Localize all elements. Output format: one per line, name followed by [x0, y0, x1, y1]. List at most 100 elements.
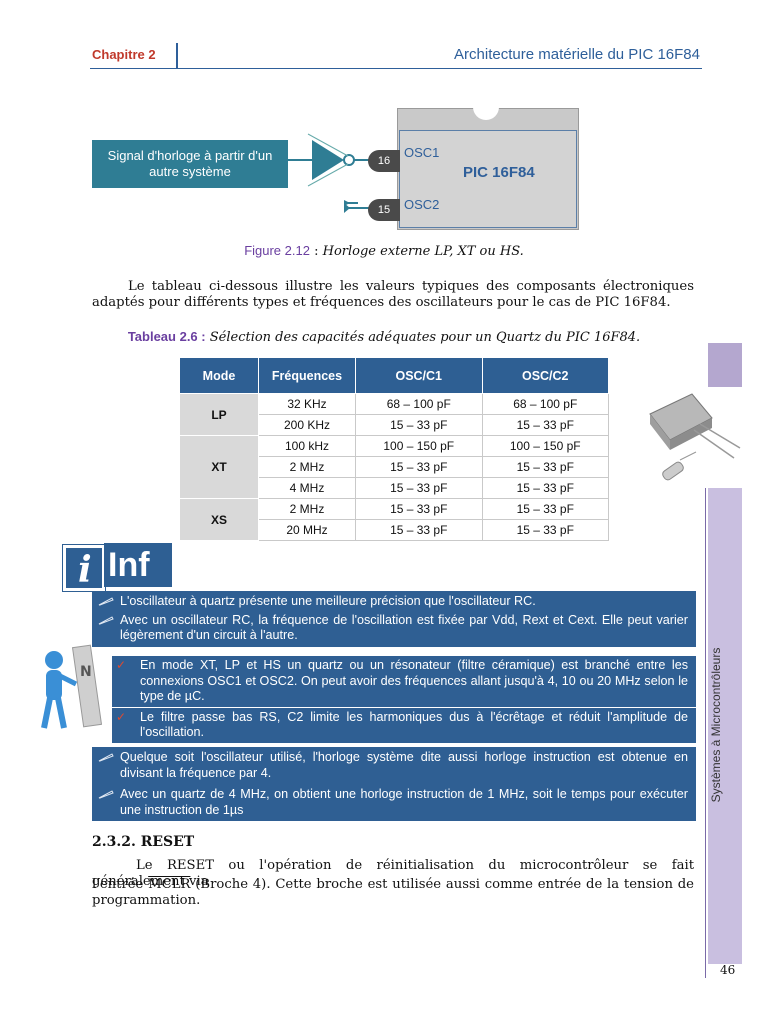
mode-cell: LP [179, 393, 259, 436]
intro-paragraph: Le tableau ci-dessous illustre les valeu… [92, 279, 694, 310]
info3-item: Avec un quartz de 4 MHz, on obtient une … [92, 787, 696, 818]
section-heading: 2.3.2. RESET [92, 834, 195, 850]
header-title: Architecture matérielle du PIC 16F84 [454, 46, 700, 63]
mode-cell: XT [179, 435, 259, 499]
c1-cell: 15 – 33 pF [355, 519, 483, 541]
info1-text-1: Avec un oscillateur RC, la fréquence de … [120, 612, 688, 643]
frequency-cell: 200 KHz [258, 414, 356, 436]
info1-text-0: L'oscillateur à quartz présente une meil… [120, 594, 536, 608]
info2-text-0: En mode XT, LP et HS un quartz ou un rés… [140, 658, 688, 703]
th-c2: OSC/C2 [481, 357, 609, 394]
side-tab-1 [708, 343, 742, 387]
frequency-cell: 20 MHz [258, 519, 356, 541]
pen-icon [98, 597, 114, 606]
info2-item: ✓ En mode XT, LP et HS un quartz ou un ré… [112, 658, 696, 708]
c2-cell: 100 – 150 pF [481, 435, 609, 457]
side-tab-2 [708, 488, 742, 964]
pin-16: 16 [368, 150, 400, 172]
info1-item: L'oscillateur à quartz présente une meil… [92, 594, 696, 610]
th-mode: Mode [179, 357, 259, 394]
signal-label: Signal d'horloge à partir d'un autre sys… [107, 148, 273, 179]
buffer-gate-icon [312, 140, 344, 180]
c2-cell: 15 – 33 pF [481, 498, 609, 520]
th-c1: OSC/C1 [355, 357, 483, 394]
reset-text-b: (Broche 4). Cette broche est utilisée au… [92, 877, 694, 908]
figure-caption: Figure 2.12 : Horloge externe LP, XT ou … [0, 243, 768, 259]
inverter-bubble-icon [343, 154, 355, 166]
table-caption: Tableau 2.6 : Sélection des capacités ad… [0, 329, 768, 345]
c2-cell: 68 – 100 pF [481, 393, 609, 415]
info3-text-0: Quelque soit l'oscillateur utilisé, l'ho… [120, 750, 688, 780]
reset-paragraph-2: l'entrée MCLR (Broche 4). Cette broche e… [92, 877, 694, 909]
chapter-label: Chapitre 2 [92, 47, 156, 62]
check-icon: ✓ [116, 658, 127, 672]
c1-cell: 15 – 33 pF [355, 477, 483, 499]
table-caption-text: Sélection des capacités adéquates pour u… [205, 330, 641, 345]
info3-text-1: Avec un quartz de 4 MHz, on obtient une … [120, 787, 688, 817]
info2-text-1: Le filtre passe bas RS, C2 limite les ha… [140, 709, 688, 740]
header-divider [176, 43, 178, 69]
c2-cell: 15 – 33 pF [481, 477, 609, 499]
reset-text-a: l'entrée [92, 877, 149, 892]
check-icon: ✓ [116, 709, 127, 724]
info3-item: Quelque soit l'oscillateur utilisé, l'ho… [92, 750, 696, 781]
signal-box: Signal d'horloge à partir d'un autre sys… [92, 140, 288, 188]
c1-cell: 68 – 100 pF [355, 393, 483, 415]
figure-caption-sep: : [309, 244, 323, 259]
mclr-signal: MCLR [148, 877, 191, 892]
table-caption-label: Tableau 2.6 : [127, 329, 206, 344]
info2-item: ✓ Le filtre passe bas RS, C2 limite les h… [112, 710, 696, 741]
arrow-left-icon [344, 200, 350, 206]
figure-caption-label: Figure 2.12 [244, 243, 310, 258]
pin-15: 15 [368, 199, 400, 221]
c2-cell: 15 – 33 pF [481, 456, 609, 478]
c1-cell: 15 – 33 pF [355, 414, 483, 436]
pen-icon [98, 753, 114, 762]
info-box-2: ✓ En mode XT, LP et HS un quartz ou un ré… [112, 656, 696, 743]
frequency-cell: 4 MHz [258, 477, 356, 499]
page-number: 46 [720, 963, 736, 977]
info-box-1: L'oscillateur à quartz présente une meil… [92, 591, 696, 647]
c1-cell: 15 – 33 pF [355, 498, 483, 520]
info-i-icon: i [62, 544, 106, 592]
chip-name: PIC 16F84 [463, 164, 535, 181]
frequency-cell: 2 MHz [258, 456, 356, 478]
frequency-cell: 32 KHz [258, 393, 356, 415]
c1-cell: 100 – 150 pF [355, 435, 483, 457]
person-holding-info-icon: N [41, 644, 103, 729]
header-rule [90, 68, 702, 69]
info-inf-badge: Inf [104, 543, 172, 587]
mode-cell: XS [179, 498, 259, 541]
table-header-row: Mode Fréquences OSC/C1 OSC/C2 [179, 357, 609, 394]
c2-cell: 15 – 33 pF [481, 519, 609, 541]
frequency-cell: 2 MHz [258, 498, 356, 520]
info1-item: Avec un oscillateur RC, la fréquence de … [92, 613, 696, 644]
pen-icon [98, 790, 114, 799]
frequency-cell: 100 kHz [258, 435, 356, 457]
quartz-crystal-image [649, 393, 741, 481]
side-title: Systèmes à Microcontrôleurs [709, 647, 723, 803]
svg-text:N: N [80, 664, 92, 680]
svg-text:i: i [78, 549, 92, 588]
c2-cell: 15 – 33 pF [481, 414, 609, 436]
figure-wiring [288, 133, 370, 213]
side-rule [705, 488, 706, 978]
osc2-label: OSC2 [404, 197, 440, 212]
pen-icon [98, 615, 114, 624]
info-box-3: Quelque soit l'oscillateur utilisé, l'ho… [92, 747, 696, 821]
figure-caption-text: Horloge externe LP, XT ou HS. [322, 244, 524, 259]
osc1-label: OSC1 [404, 145, 440, 160]
th-freq: Fréquences [258, 357, 356, 394]
chip-notch [473, 106, 499, 120]
c1-cell: 15 – 33 pF [355, 456, 483, 478]
reset-paragraph-1: Le RESET ou l'opération de réinitialisat… [92, 858, 694, 889]
chip-inner [399, 130, 577, 228]
